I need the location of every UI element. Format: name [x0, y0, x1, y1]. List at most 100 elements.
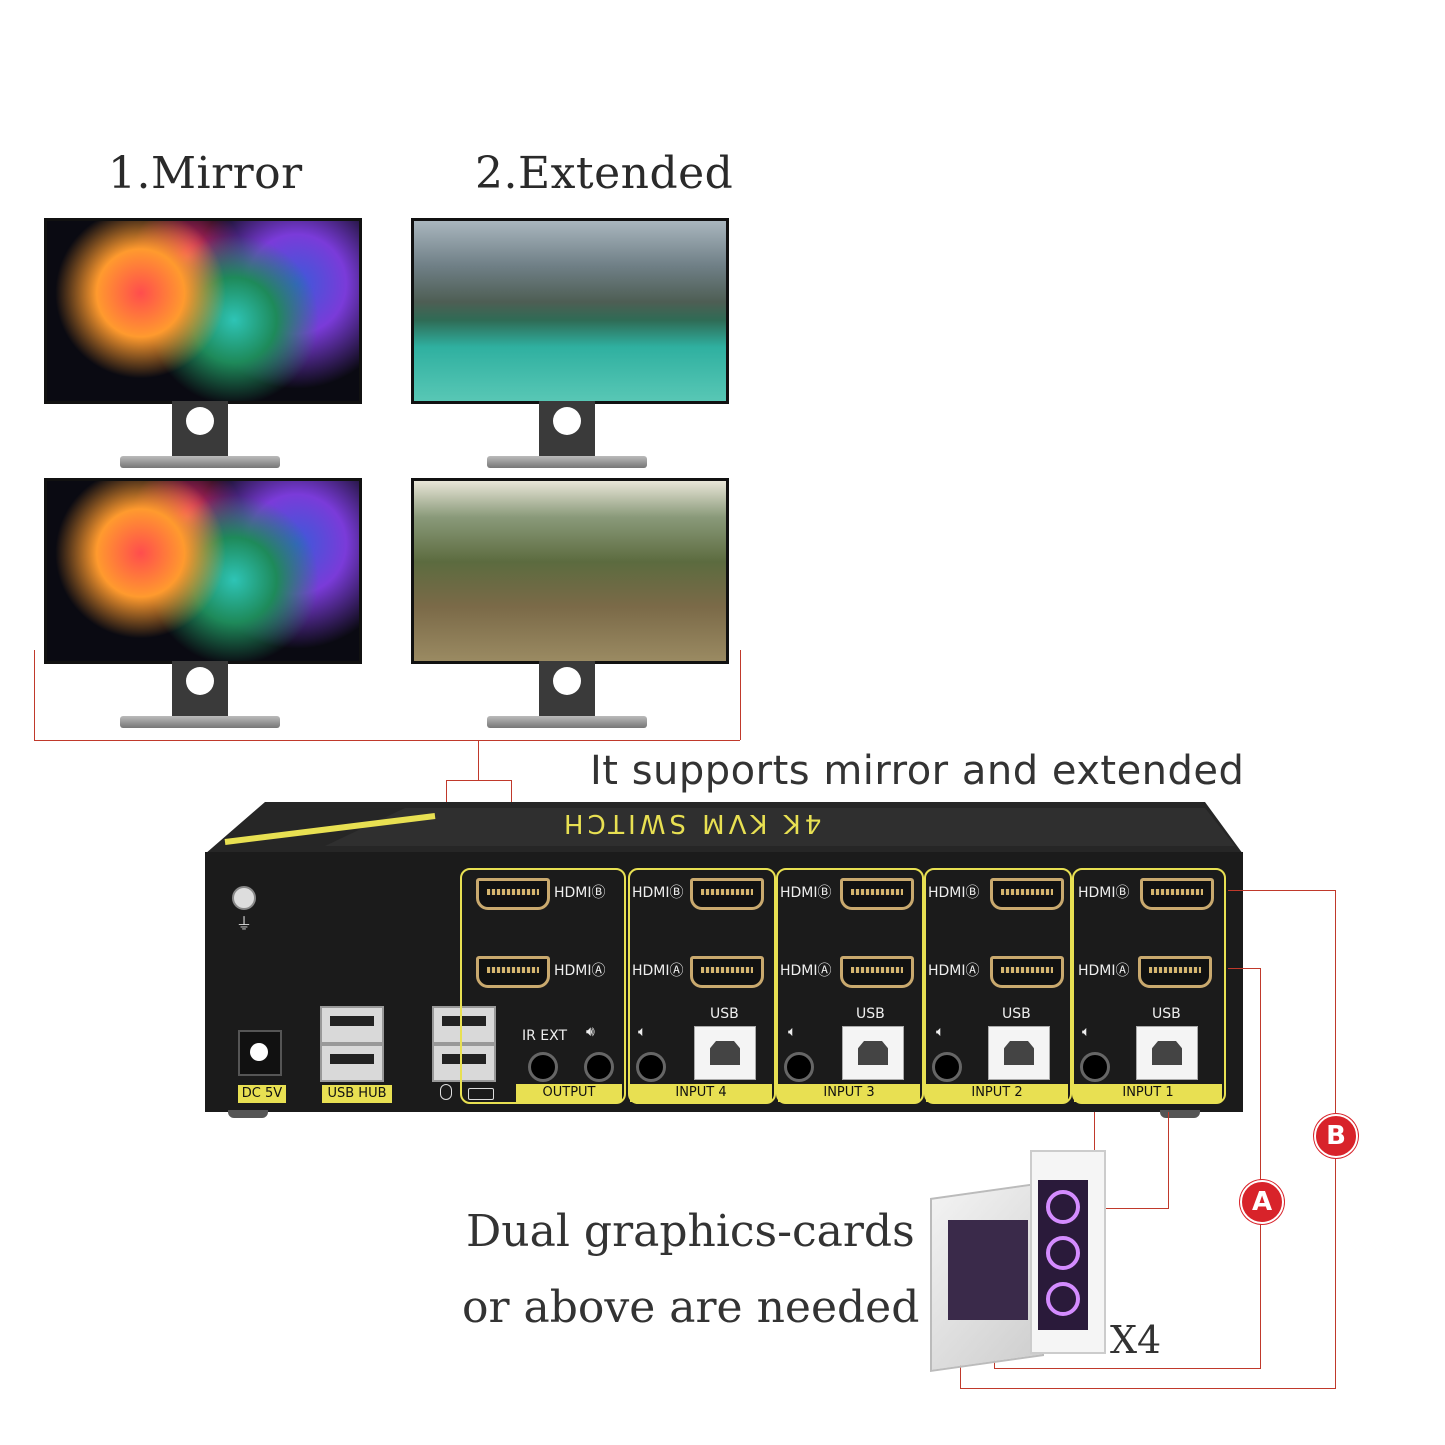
monitor-stand [172, 661, 228, 718]
input-2-hdmi-a-port [990, 956, 1064, 988]
extended-title: 2.Extended [475, 148, 734, 199]
input-3-audio-icon: 🔈︎ [788, 1024, 797, 1040]
input-1-hdmi-a-port [1138, 956, 1212, 988]
bracket-bottom [34, 740, 740, 741]
keyboard-usb-port [432, 1044, 496, 1082]
monitor-stand [539, 661, 595, 718]
wire-a-bottom [994, 1368, 1261, 1369]
kvm-foot-right [1160, 1110, 1200, 1118]
monitor-screen [411, 218, 729, 404]
input-1-usb-label: USB [1152, 1006, 1181, 1022]
requirement-line-2: or above are needed [462, 1282, 920, 1333]
input-3-hdmi-a-port [840, 956, 914, 988]
output-hdmi-b-label: HDMIⒷ [554, 885, 606, 901]
input-1-hdmi-b-port [1140, 878, 1214, 910]
speaker-icon: 🔊︎ [586, 1024, 595, 1040]
wire-usb-down-2 [1168, 1112, 1169, 1208]
kvm-foot-left [228, 1110, 268, 1118]
input-4-usb-label: USB [710, 1006, 739, 1022]
input-1-audio-icon: 🔈︎ [1082, 1024, 1091, 1040]
monitor-screen [44, 218, 362, 404]
input-3-label: INPUT 3 [778, 1084, 920, 1102]
monitor-mirror-bottom [44, 478, 362, 732]
monitor-base [487, 716, 647, 728]
input-4-hdmi-a-label: HDMIⒶ [632, 963, 684, 979]
input-2-usb-label: USB [1002, 1006, 1031, 1022]
input-4-audio-jack [636, 1052, 666, 1082]
output-hdmi-a-label: HDMIⒶ [554, 963, 606, 979]
input-1-panel [1072, 868, 1226, 1104]
mirror-title: 1.Mirror [108, 148, 303, 199]
monitor-base [487, 456, 647, 468]
input-4-label: INPUT 4 [630, 1084, 772, 1102]
ir-ext-jack [528, 1052, 558, 1082]
input-4-audio-icon: 🔈︎ [638, 1024, 647, 1040]
ground-screw [232, 886, 256, 910]
usb-hub-label: USB HUB [322, 1085, 392, 1103]
input-2-panel [924, 868, 1072, 1104]
input-4-hdmi-a-port [690, 956, 764, 988]
input-3-hdmi-b-port [840, 878, 914, 910]
audio-out-jack [584, 1052, 614, 1082]
usb-hub-port-1 [320, 1006, 384, 1044]
input-4-hdmi-b-label: HDMIⒷ [632, 885, 684, 901]
kvm-top-face [205, 802, 1243, 854]
input-4-usb-port [694, 1026, 756, 1080]
monitor-screen [44, 478, 362, 664]
input-2-usb-port [988, 1026, 1050, 1080]
wire-a-down [1260, 968, 1261, 1368]
input-2-audio-icon: 🔈︎ [936, 1024, 945, 1040]
wire-b-out [1228, 890, 1336, 891]
input-2-hdmi-b-port [990, 878, 1064, 910]
monitor-base [120, 716, 280, 728]
input-3-usb-port [842, 1026, 904, 1080]
input-1-usb-port [1136, 1026, 1198, 1080]
pc-tower [920, 1150, 1110, 1373]
wire-usb-across [1100, 1208, 1169, 1209]
monitor-mirror-top [44, 218, 362, 472]
input-3-hdmi-b-label: HDMIⒷ [780, 885, 832, 901]
support-caption: It supports mirror and extended [590, 748, 1245, 794]
monitor-extended-bottom [411, 478, 729, 732]
bracket-left [34, 650, 35, 740]
monitor-screen [411, 478, 729, 664]
dc-power-jack [238, 1030, 282, 1076]
input-2-hdmi-b-label: HDMIⒷ [928, 885, 980, 901]
kvm-top-label: 4K KVM SWITCH [560, 808, 822, 838]
dc-5v-label: DC 5V [238, 1085, 286, 1103]
wire-b-bottom [960, 1388, 1336, 1389]
mouse-icon [440, 1084, 452, 1100]
monitor-extended-top [411, 218, 729, 472]
bracket-right [740, 650, 741, 740]
bracket-stem [478, 740, 479, 780]
input-4-hdmi-b-port [690, 878, 764, 910]
pc-count-label: X4 [1110, 1318, 1162, 1362]
monitor-stand [172, 401, 228, 458]
wire-top [446, 780, 512, 781]
monitor-base [120, 456, 280, 468]
ground-icon: ⏚ [236, 914, 253, 933]
input-3-usb-label: USB [856, 1006, 885, 1022]
output-label: OUTPUT [516, 1084, 622, 1102]
usb-hub-port-2 [320, 1044, 384, 1082]
wire-a-out [1228, 968, 1260, 969]
input-2-audio-jack [932, 1052, 962, 1082]
output-hdmi-a-port [476, 956, 550, 988]
ir-ext-label: IR EXT [522, 1028, 568, 1044]
input-3-panel [776, 868, 924, 1104]
input-3-hdmi-a-label: HDMIⒶ [780, 963, 832, 979]
input-1-hdmi-b-label: HDMIⒷ [1078, 885, 1130, 901]
badge-a: A [1240, 1180, 1284, 1224]
badge-b: B [1314, 1114, 1358, 1158]
input-1-label: INPUT 1 [1074, 1084, 1222, 1102]
output-hdmi-b-port [476, 878, 550, 910]
input-1-audio-jack [1080, 1052, 1110, 1082]
input-1-hdmi-a-label: HDMIⒶ [1078, 963, 1130, 979]
input-2-hdmi-a-label: HDMIⒶ [928, 963, 980, 979]
input-3-audio-jack [784, 1052, 814, 1082]
monitor-stand [539, 401, 595, 458]
input-2-label: INPUT 2 [926, 1084, 1068, 1102]
input-4-panel [628, 868, 776, 1104]
output-panel [460, 868, 626, 1104]
requirement-line-1: Dual graphics-cards [466, 1206, 915, 1257]
